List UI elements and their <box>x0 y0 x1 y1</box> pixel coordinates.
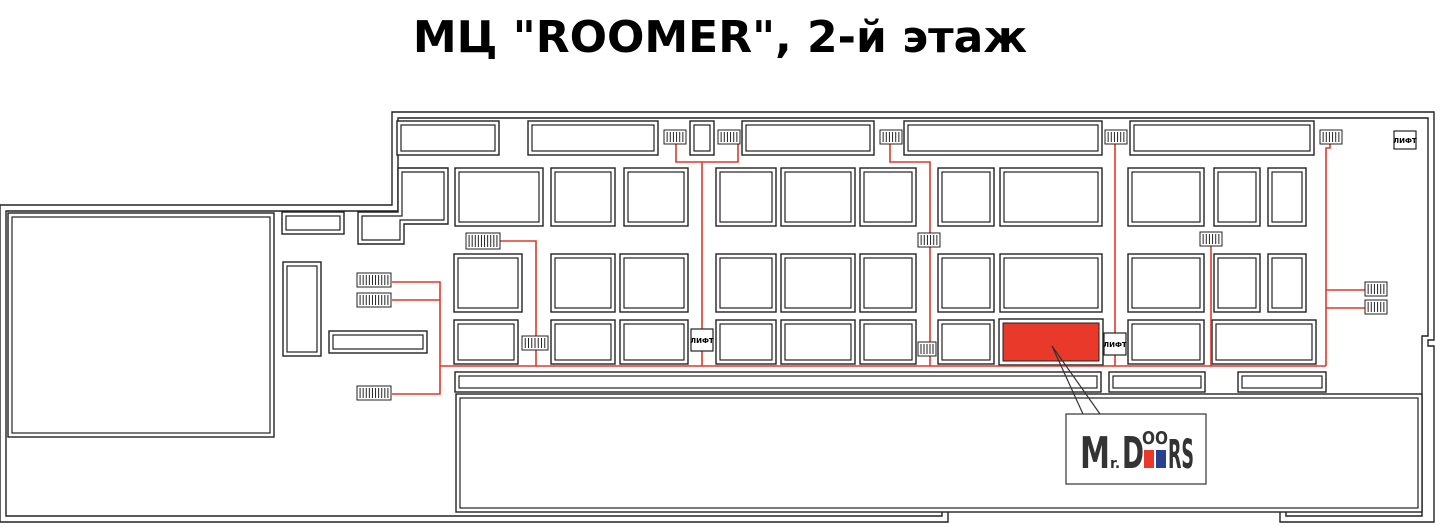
bottom-hall <box>455 393 1423 513</box>
lift-icon: ЛИФТ <box>1103 332 1127 356</box>
svg-text:RS: RS <box>1168 432 1194 478</box>
svg-text:OO: OO <box>1142 428 1168 449</box>
stairs-icons <box>356 129 1388 401</box>
stairs-icon <box>663 129 687 145</box>
lift-icon: ЛИФТ <box>1393 130 1417 150</box>
lift-label: ЛИФТ <box>690 337 714 345</box>
svg-text:M: M <box>1080 428 1110 479</box>
lift-label: ЛИФТ <box>1393 137 1417 145</box>
stairs-icon <box>1319 129 1343 145</box>
svg-text:r.: r. <box>1110 456 1120 472</box>
stairs-icon <box>1199 231 1223 247</box>
stairs-icon <box>1104 129 1128 145</box>
stairs-icon <box>917 341 937 357</box>
stairs-icon <box>879 129 903 145</box>
highlighted-store[interactable] <box>998 318 1104 366</box>
stairs-icon <box>356 292 392 308</box>
left-hall <box>7 167 449 438</box>
stairs-icon <box>917 232 941 248</box>
stairs-icon <box>1364 299 1388 315</box>
pipe-network <box>392 140 1365 395</box>
row-4 <box>453 319 1317 365</box>
stairs-icon <box>356 385 392 401</box>
stairs-icon <box>1364 281 1388 297</box>
row-3 <box>453 253 1307 313</box>
stairs-icon <box>521 335 549 351</box>
lift-icons: ЛИФТ ЛИФТ ЛИФТ <box>690 130 1417 356</box>
logo-icon: M r. D OO RS <box>1080 428 1194 479</box>
stairs-icon <box>356 272 392 288</box>
row-2 <box>454 167 1307 227</box>
lift-icon: ЛИФТ <box>690 328 714 352</box>
svg-text:D: D <box>1122 428 1144 479</box>
map-title: МЦ "ROOMER", 2-й этаж <box>412 12 1028 63</box>
stairs-icon <box>717 129 741 145</box>
top-row <box>396 120 1315 156</box>
store-callout <box>1051 345 1207 485</box>
corridor-strip <box>454 371 1327 393</box>
stairs-icon <box>465 232 501 250</box>
lift-label: ЛИФТ <box>1103 341 1127 349</box>
